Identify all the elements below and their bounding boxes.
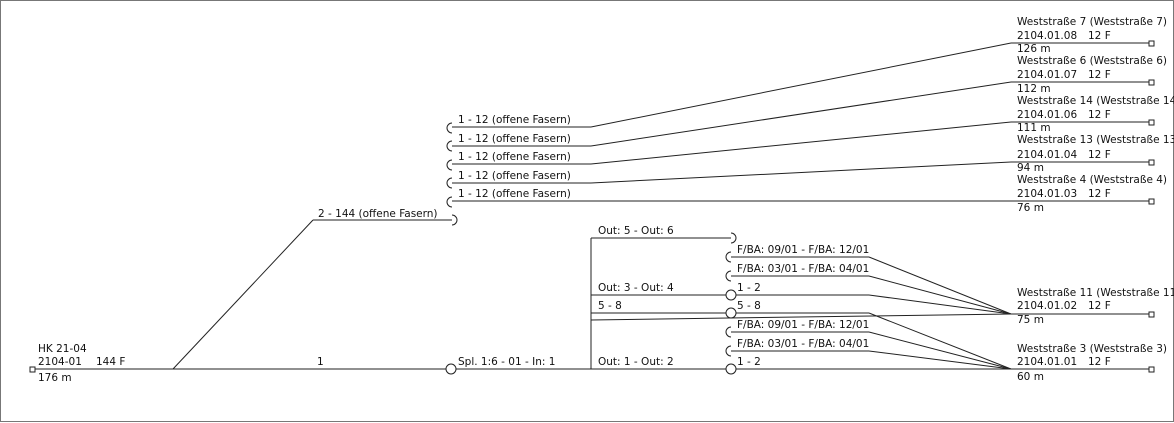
endpoint-id: 2104.01.08 <box>1017 30 1077 42</box>
endpoint-id: 2104.01.02 <box>1017 300 1077 312</box>
endpoint-weststrasse-6[interactable]: Weststraße 6 (Weststraße 6) 2104.01.07 1… <box>1011 55 1167 95</box>
endpoint-length: 94 m <box>1017 162 1044 174</box>
endpoint-name: Weststraße 14 (Weststraße 14) <box>1017 95 1174 107</box>
fiber-bundle-end-icon <box>446 122 453 134</box>
endpoint-weststrasse-4[interactable]: Weststraße 4 (Weststraße 4) 2104.01.03 1… <box>1011 174 1167 214</box>
source-cable-id: 2104-01 <box>38 356 82 368</box>
splice-icon[interactable] <box>725 307 737 319</box>
fba-diagonal <box>868 294 1012 315</box>
endpoint-fibers: 12 F <box>1088 300 1111 312</box>
fiber-bundle-end-icon <box>446 159 453 171</box>
endpoint-weststrasse-7[interactable]: Weststraße 7 (Weststraße 7) 2104.01.08 1… <box>1011 16 1167 55</box>
source-cable-length: 176 m <box>38 372 72 384</box>
fba-diagonal <box>868 312 1012 370</box>
endpoint-name: Weststraße 3 (Weststraße 3) <box>1017 343 1167 355</box>
fiber-bundle-label: 1 - 12 (offene Fasern) <box>458 133 571 145</box>
fiber-bundle-diagonal <box>590 42 1012 128</box>
endpoint-id: 2104.01.04 <box>1017 149 1077 161</box>
fba-diagonal <box>868 331 1012 370</box>
fba-end-icon <box>725 270 732 282</box>
branch-diagonal-line <box>172 219 314 370</box>
fba-label: F/BA: 09/01 - F/BA: 12/01 <box>737 244 869 256</box>
endpoint-id: 2104.01.01 <box>1017 356 1077 368</box>
endpoint-name: Weststraße 11 (Weststraße 11) <box>1017 287 1174 299</box>
endpoint-id: 2104.01.03 <box>1017 188 1077 200</box>
endpoint-fibers: 12 F <box>1088 30 1111 42</box>
endpoint-length: 112 m <box>1017 83 1051 95</box>
endpoint-name: Weststraße 4 (Weststraße 4) <box>1017 174 1167 186</box>
endpoint-length: 75 m <box>1017 314 1044 326</box>
branch-label: 2 - 144 (offene Fasern) <box>318 208 438 220</box>
fiber-bundle-diagonal <box>590 161 1012 184</box>
fba-diagonal <box>868 275 1012 315</box>
endpoint-length: 76 m <box>1017 202 1044 214</box>
fba-label: F/BA: 03/01 - F/BA: 04/01 <box>737 263 869 275</box>
fba-end-icon <box>725 326 732 338</box>
fba-diagonal <box>868 350 1012 370</box>
endpoint-fibers: 12 F <box>1088 69 1111 81</box>
endpoint-weststrasse-11[interactable]: Weststraße 11 (Weststraße 11) 2104.01.02… <box>1011 287 1174 326</box>
fiber-bundle-diagonal <box>590 121 1012 165</box>
fiber-bundle-end-icon <box>446 177 453 189</box>
fiber-bundle-label: 1 - 12 (offene Fasern) <box>458 151 571 163</box>
fba-label: 1 - 2 <box>737 356 761 368</box>
r58-cross-line <box>590 313 1012 321</box>
endpoint-weststrasse-3[interactable]: Weststraße 3 (Weststraße 3) 2104.01.01 1… <box>1011 343 1167 383</box>
fba-end-icon <box>725 345 732 357</box>
fba-label: 5 - 8 <box>737 300 761 312</box>
endpoint-fibers: 12 F <box>1088 356 1111 368</box>
endpoint-terminal-icon <box>1148 366 1155 373</box>
source-cable-name: HK 21-04 <box>38 343 87 355</box>
fiber-bundle-diagonal <box>590 81 1012 147</box>
endpoint-weststrasse-13[interactable]: Weststraße 13 (Weststraße 13) 2104.01.04… <box>1011 134 1174 174</box>
endpoint-length: 111 m <box>1017 122 1051 134</box>
source-cable-fibers: 144 F <box>96 356 125 368</box>
r58-label: 5 - 8 <box>598 300 622 312</box>
endpoint-length: 60 m <box>1017 371 1044 383</box>
splice-icon[interactable] <box>725 289 737 301</box>
fiber-bundle-label: 1 - 12 (offene Fasern) <box>458 170 571 182</box>
source-terminal-icon <box>29 366 36 373</box>
endpoint-id: 2104.01.07 <box>1017 69 1077 81</box>
endpoint-terminal-icon <box>1148 40 1155 47</box>
fba-diagonal <box>868 256 1012 315</box>
out56-end-icon <box>730 232 737 244</box>
endpoint-length: 126 m <box>1017 43 1051 55</box>
fba-label: 1 - 2 <box>737 282 761 294</box>
endpoint-terminal-icon <box>1148 311 1155 318</box>
endpoint-fibers: 12 F <box>1088 109 1111 121</box>
fba-label: F/BA: 09/01 - F/BA: 12/01 <box>737 319 869 331</box>
fiber-bundle-label: 1 - 12 (offene Fasern) <box>458 114 571 126</box>
endpoint-fibers: 12 F <box>1088 188 1111 200</box>
fba-end-icon <box>725 251 732 263</box>
branch-cable-end-icon <box>451 214 458 226</box>
endpoint-terminal-icon <box>1148 198 1155 205</box>
endpoint-terminal-icon <box>1148 119 1155 126</box>
out12-label: Out: 1 - Out: 2 <box>598 356 674 368</box>
endpoint-fibers: 12 F <box>1088 149 1111 161</box>
fiber-bundle-end-icon <box>446 196 453 208</box>
fiber-bundle-label: 1 - 12 (offene Fasern) <box>458 188 571 200</box>
endpoint-name: Weststraße 6 (Weststraße 6) <box>1017 55 1167 67</box>
out34-label: Out: 3 - Out: 4 <box>598 282 674 294</box>
fiber-bundle-end-icon <box>446 140 453 152</box>
splitter-label: Spl. 1:6 - 01 - In: 1 <box>458 356 555 368</box>
endpoint-terminal-icon <box>1148 79 1155 86</box>
out56-label: Out: 5 - Out: 6 <box>598 225 674 237</box>
endpoint-name: Weststraße 13 (Weststraße 13) <box>1017 134 1174 146</box>
endpoint-terminal-icon <box>1148 159 1155 166</box>
splice-icon[interactable] <box>725 363 737 375</box>
endpoint-name: Weststraße 7 (Weststraße 7) <box>1017 16 1167 28</box>
trunk-fiber-label: 1 <box>317 356 324 368</box>
endpoint-id: 2104.01.06 <box>1017 109 1077 121</box>
fba-label: F/BA: 03/01 - F/BA: 04/01 <box>737 338 869 350</box>
endpoint-weststrasse-14[interactable]: Weststraße 14 (Weststraße 14) 2104.01.06… <box>1011 95 1174 134</box>
splitter-icon[interactable] <box>445 363 457 375</box>
